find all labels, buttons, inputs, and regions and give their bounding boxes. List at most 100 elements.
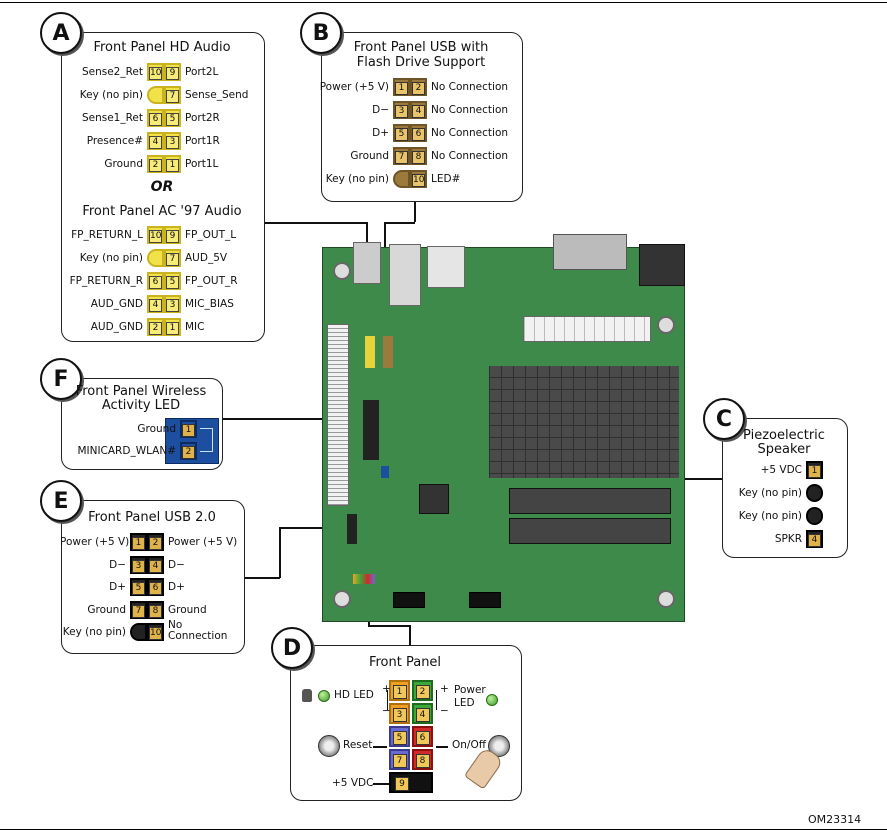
- pin-number: 1: [132, 537, 145, 550]
- pin: 6: [147, 109, 164, 127]
- fp-pin-7: 7: [389, 749, 410, 770]
- pin-label: Key (no pin): [738, 510, 802, 522]
- pci-slot: [327, 324, 349, 506]
- pin-label-left: Sense1_Ret: [81, 112, 143, 124]
- header-usb2: [347, 514, 357, 544]
- pin-label-right: Sense_Send: [185, 89, 249, 101]
- pin: [393, 170, 410, 188]
- pin-number: 7: [132, 604, 145, 618]
- pin: 3: [164, 132, 181, 150]
- mount-hole: [657, 316, 675, 334]
- bottom-border: [0, 829, 887, 830]
- pin-label-left: Ground: [104, 158, 143, 170]
- pin-number: 4: [412, 105, 425, 118]
- pin-number: 5: [166, 113, 179, 126]
- reset-label: Reset: [343, 739, 373, 751]
- pin-label: MINICARD_WLAN#: [77, 445, 176, 457]
- pin-label-left: Key (no pin): [79, 89, 143, 101]
- pin: 3: [393, 101, 410, 119]
- atx-power-connector: [523, 316, 651, 342]
- pin-number: 1: [166, 322, 179, 335]
- onoff-label: On/Off: [452, 739, 486, 751]
- pin-label-left: D−: [372, 104, 389, 116]
- pin-label-left: Key (no pin): [79, 252, 143, 264]
- pin-number: 7: [166, 90, 179, 103]
- power-led-label-line1: Power: [454, 684, 486, 696]
- pin-label-right: MIC: [185, 321, 205, 333]
- pin-label-left: Presence#: [86, 135, 143, 147]
- pin-number: 8: [412, 151, 425, 164]
- pin-number: 2: [182, 446, 195, 459]
- pin-number: 3: [166, 299, 179, 312]
- pin-number: 2: [149, 322, 162, 335]
- section-c-badge: C: [703, 398, 745, 440]
- pin-number: 10: [149, 67, 162, 80]
- pin: 7: [164, 249, 181, 267]
- pin: 7: [393, 147, 410, 165]
- pin-label-left: AUD_GND: [90, 321, 143, 333]
- pin-number: 1: [395, 82, 408, 95]
- pin-label-left: FP_RETURN_L: [71, 229, 143, 241]
- pin-number: 6: [149, 276, 162, 289]
- pin: 8: [147, 600, 164, 619]
- pin-number: 2: [412, 82, 425, 95]
- pin: [147, 86, 164, 104]
- pin-label: Ground: [137, 423, 176, 435]
- pin: 1: [164, 318, 181, 336]
- pin-number: 3: [166, 136, 179, 149]
- pin-number: 4: [808, 534, 821, 547]
- pin: 9: [164, 63, 181, 81]
- fp-pin-3: 3: [389, 703, 410, 724]
- pin-number: 10: [149, 627, 162, 640]
- hd-led-minus: −: [382, 705, 391, 717]
- pin: 3: [164, 295, 181, 313]
- pin: [806, 507, 823, 525]
- fp-pin-6: 6: [412, 726, 433, 747]
- pin-number: 2: [149, 537, 162, 550]
- speaker-title-line2: Speaker: [757, 442, 811, 457]
- pin-label-right: FP_OUT_L: [185, 229, 237, 241]
- hd-led-plus: +: [382, 683, 391, 695]
- section-a-box: [61, 32, 265, 342]
- pin: 2: [147, 155, 164, 173]
- pin-number: 5: [395, 128, 408, 141]
- pin: 7: [130, 600, 147, 619]
- pin-label-right: No Connection: [431, 81, 509, 93]
- or-label: OR: [150, 179, 174, 195]
- pin: 4: [147, 555, 164, 574]
- pin: 1: [180, 420, 197, 438]
- pin-label-right: AUD_5V: [185, 252, 228, 264]
- pin-number: 6: [149, 582, 162, 595]
- pin: 5: [393, 124, 410, 142]
- hd-led-bracket: [373, 690, 388, 710]
- mount-hole: [333, 262, 351, 280]
- mount-hole: [657, 590, 675, 608]
- pin-number: 7: [395, 151, 408, 164]
- green-led-icon: [318, 690, 330, 702]
- mount-hole: [333, 590, 351, 608]
- sata-port: [393, 592, 425, 608]
- chip: [419, 484, 449, 514]
- pin-label-right: No: [168, 619, 183, 631]
- pin-number: 1: [182, 424, 195, 437]
- pin-number: 6: [412, 128, 425, 141]
- pin: 7: [164, 86, 181, 104]
- pin-label-right: No Connection: [431, 104, 509, 116]
- pin: 2: [147, 318, 164, 336]
- fp-pin-9: 9: [389, 772, 433, 793]
- hd-led-label: HD LED: [334, 689, 374, 701]
- header-audio: [365, 336, 375, 368]
- pin: 2: [180, 442, 197, 460]
- pin: 4: [410, 101, 427, 119]
- pin: 4: [806, 530, 823, 548]
- heatsink: [489, 366, 679, 478]
- pin: 3: [130, 555, 147, 574]
- usb2-title: Front Panel USB 2.0: [88, 510, 216, 525]
- section-b-badge: B: [300, 12, 342, 54]
- pin-label-left: Sense2_Ret: [81, 66, 143, 78]
- pin: 10: [147, 623, 164, 641]
- fp-pin-1: 1: [389, 680, 410, 701]
- vdc-label: +5 VDC: [332, 777, 374, 789]
- pin-number: 8: [149, 604, 162, 618]
- wlan-connector-outline: [200, 428, 213, 452]
